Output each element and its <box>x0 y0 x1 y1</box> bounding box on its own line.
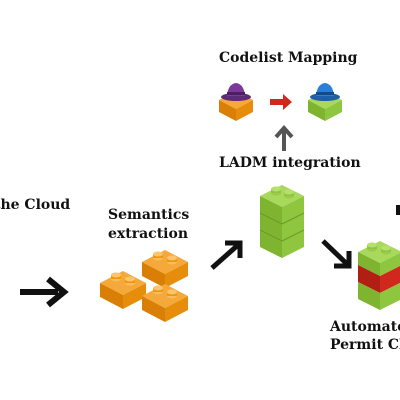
codelist-mapping-label: Codelist Mapping <box>219 50 358 66</box>
flow-arrow-ladm-to-permit-check <box>321 239 352 269</box>
automated-permit-check-label-line1: Automate <box>330 319 400 335</box>
green-brick-stack <box>259 185 305 258</box>
orange-brick <box>100 271 146 309</box>
blue-hat-icon <box>310 83 340 101</box>
purple-hat-icon <box>221 83 251 101</box>
automated-permit-check-label-line2: Permit Ch <box>330 337 400 353</box>
flow-arrow-ladm-to-codelist <box>274 124 294 151</box>
ladm-integration-label: LADM integration <box>219 155 361 171</box>
green-red-brick-stack <box>358 241 400 310</box>
mapping-arrow-icon <box>270 94 292 110</box>
edge-fragment <box>396 205 400 215</box>
orange-brick <box>142 250 188 288</box>
semantics-extraction-label-line2: extraction <box>108 226 188 242</box>
flow-arrow-cloud-to-semantics <box>20 276 69 308</box>
orange-brick <box>142 284 188 322</box>
green-brick-with-hat <box>308 83 342 121</box>
orange-brick-with-hat <box>219 83 253 121</box>
semantics-extraction-label-line1: Semantics <box>108 207 190 223</box>
orange-brick-cluster <box>100 250 188 322</box>
flow-arrow-semantics-to-ladm <box>210 240 243 270</box>
cloud-label: the Cloud <box>0 197 71 213</box>
